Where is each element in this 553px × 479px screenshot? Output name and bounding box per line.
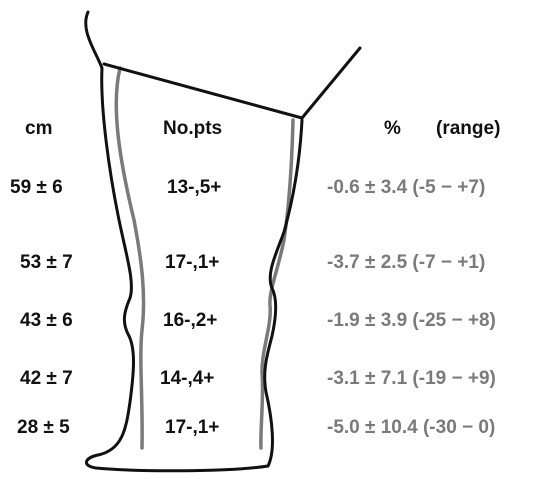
row-5-pts: 17-,1+ [165,417,220,438]
column-header-pts: No.pts [163,118,223,139]
column-header-cm: cm [25,118,53,139]
leg-inner-contour-left [114,66,146,450]
row-2-pts: 17-,1+ [165,252,220,273]
row-5-percent: -5.0 ± 10.4 (-30 − 0) [327,417,496,438]
row-3-percent: -1.9 ± 3.9 (-25 − +8) [327,310,496,331]
row-3-pts: 16-,2+ [163,310,218,331]
row-1-pts: 13-,5+ [167,177,222,198]
column-header-range: (range) [436,118,501,139]
column-header-percent: % [384,118,401,139]
leg-outline-left [84,10,270,473]
row-1-percent: -0.6 ± 3.4 (-5 − +7) [327,177,486,198]
row-5-cm: 28 ± 5 [17,417,70,438]
row-2-cm: 53 ± 7 [20,252,73,273]
row-3-cm: 43 ± 6 [20,310,73,331]
row-4-pts: 14-,4+ [160,368,215,389]
row-4-cm: 42 ± 7 [20,368,73,389]
leg-inner-contour-right [259,118,295,450]
row-1-cm: 59 ± 6 [10,177,63,198]
row-2-percent: -3.7 ± 2.5 (-7 − +1) [327,252,486,273]
row-4-percent: -3.1 ± 7.1 (-19 − +9) [327,368,496,389]
leg-outline-thigh-top [102,46,362,120]
leg-outline-right [263,118,304,468]
